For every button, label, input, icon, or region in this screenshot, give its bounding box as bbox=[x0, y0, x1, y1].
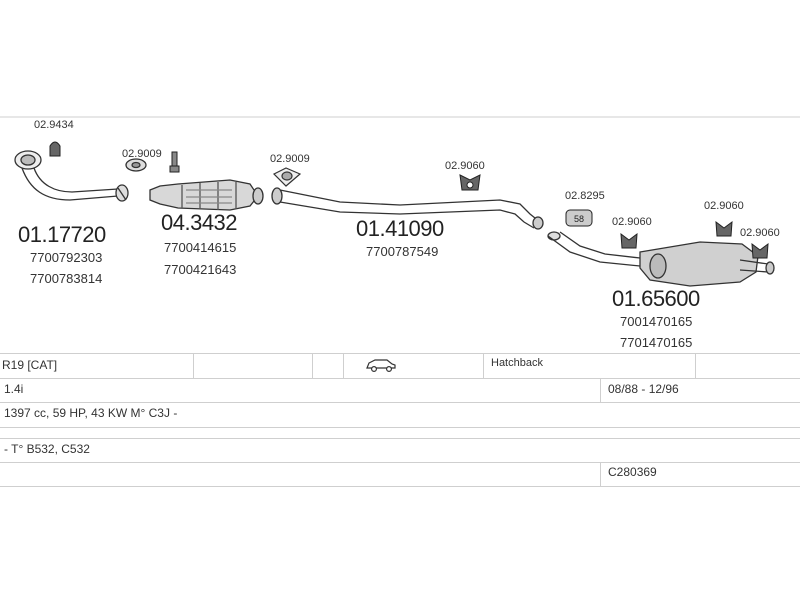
front-pipe-oem-2: 7700783814 bbox=[30, 271, 103, 286]
engine-spec: 1397 cc, 59 HP, 43 KW M° C3J - bbox=[4, 406, 178, 420]
production-years: 08/88 - 12/96 bbox=[608, 382, 679, 396]
rubber-hanger-icon-1 bbox=[459, 174, 481, 191]
part-ref-label: 02.9060 bbox=[612, 216, 652, 228]
part-ref-label: 02.9060 bbox=[445, 160, 485, 172]
rubber-hanger-icon-3 bbox=[715, 220, 733, 237]
catalyst-drawing bbox=[125, 158, 264, 211]
sensor-icon bbox=[169, 151, 180, 173]
clamp-icon-1 bbox=[49, 141, 61, 157]
catalyst-code: 04.3432 bbox=[161, 210, 238, 235]
catalyst-oem-1: 7700414615 bbox=[164, 240, 237, 255]
part-ref-label: 02.9009 bbox=[122, 148, 162, 160]
front-pipe-code: 01.17720 bbox=[18, 222, 106, 247]
rear-silencer-drawing bbox=[547, 231, 775, 287]
front-pipe-oem-1: 7700792303 bbox=[30, 250, 103, 265]
engine: 1.4i bbox=[4, 382, 24, 396]
vehicle-types: - T° B532, C532 bbox=[4, 442, 90, 456]
car-icon bbox=[365, 357, 397, 376]
catalog-number: C280369 bbox=[608, 465, 657, 479]
rear-silencer-oem-2: 7701470165 bbox=[620, 335, 693, 350]
rubber-hanger-icon-2 bbox=[620, 232, 638, 249]
clamp-badge: 58 bbox=[574, 214, 584, 224]
part-ref-label: 02.9060 bbox=[704, 200, 744, 212]
gasket-icon bbox=[272, 167, 302, 187]
body-type: Hatchback bbox=[491, 357, 543, 369]
clamp-icon-2 bbox=[565, 209, 593, 227]
catalyst-oem-2: 7700421643 bbox=[164, 262, 237, 277]
part-ref-label: 02.9009 bbox=[270, 153, 310, 165]
middle-pipe-oem-1: 7700787549 bbox=[366, 244, 439, 259]
vehicle-model: R19 [CAT] bbox=[2, 358, 58, 372]
middle-pipe-drawing bbox=[271, 187, 544, 230]
part-ref-label: 02.8295 bbox=[565, 190, 605, 202]
exhaust-diagram: 58 bbox=[0, 116, 800, 287]
middle-pipe-code: 01.41090 bbox=[356, 216, 444, 241]
part-ref-label: 02.9060 bbox=[740, 227, 780, 239]
rear-silencer-code: 01.65600 bbox=[612, 286, 700, 311]
rear-silencer-oem-1: 7001470165 bbox=[620, 314, 693, 329]
front-pipe-drawing bbox=[14, 150, 129, 202]
rubber-hanger-icon-4 bbox=[751, 242, 769, 259]
part-ref-label: 02.9434 bbox=[34, 119, 74, 131]
